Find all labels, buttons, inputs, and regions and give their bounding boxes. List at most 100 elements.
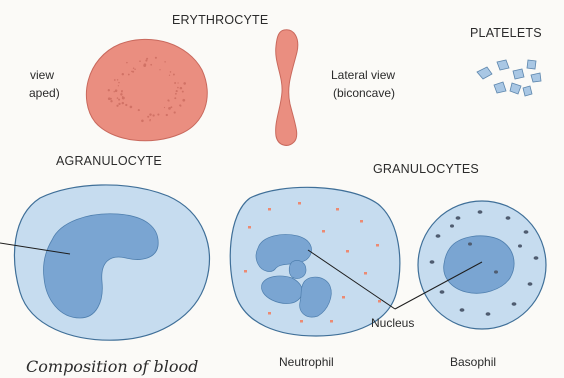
erythrocyte-speckle [183, 82, 186, 85]
granule [456, 216, 461, 220]
erythrocyte-speckle [149, 120, 150, 121]
granule [330, 320, 333, 323]
erythrocyte-disc [86, 39, 207, 140]
erythrocyte-speckle [182, 91, 184, 93]
erythrocyte-speckle [108, 97, 111, 100]
erythrocyte-speckle [170, 106, 172, 108]
erythrocyte-speckle [159, 69, 160, 70]
platelet [477, 67, 492, 79]
platelets-group [477, 60, 541, 96]
granule [322, 230, 325, 233]
erythrocyte-speckle [175, 93, 177, 95]
nucleus-lobe [289, 260, 306, 278]
granule [460, 308, 465, 312]
platelet [523, 86, 532, 96]
granule [300, 320, 303, 323]
erythrocyte-speckle [115, 89, 118, 92]
lateral-view-label-line2: (biconcave) [333, 86, 395, 100]
top-view-label-line1: view [30, 68, 54, 82]
erythrocyte-speckle [133, 68, 134, 69]
granule [534, 256, 539, 260]
granule [440, 290, 445, 294]
erythrocyte-speckle [118, 82, 119, 83]
erythrocyte-speckle [121, 91, 123, 93]
granule [468, 242, 472, 245]
erythrocyte-speckle [174, 82, 176, 84]
granule [512, 302, 517, 306]
platelet [531, 73, 541, 82]
erythrocyte-speckle [150, 64, 152, 66]
erythrocyte-speckle [114, 79, 116, 81]
erythrocyte-speckle [141, 120, 144, 123]
erythrocyte-speckle [155, 57, 157, 59]
granule [436, 234, 441, 238]
granulocytes-label: GRANULOCYTES [373, 162, 479, 176]
neutrophil-cell [230, 187, 400, 336]
erythrocyte-speckle [108, 89, 110, 91]
erythrocyte-speckle [181, 87, 182, 88]
granule [524, 230, 529, 234]
granule [518, 244, 522, 247]
platelets-label: PLATELETS [470, 26, 542, 40]
erythrocyte-speckle [146, 58, 148, 60]
erythrocyte-speckle [118, 85, 119, 86]
granule [364, 272, 367, 275]
granule [378, 300, 381, 303]
erythrocyte-speckle [164, 107, 165, 108]
granule [268, 312, 271, 315]
erythrocyte-speckle [117, 97, 119, 99]
erythrocyte-speckle [131, 71, 133, 73]
erythrocyte-speckle [117, 79, 118, 80]
erythrocyte-speckle [139, 60, 141, 62]
erythrocyte-speckle [138, 109, 140, 111]
erythrocyte-speckle [130, 106, 133, 109]
granule [360, 220, 363, 223]
platelet [527, 60, 536, 69]
erythrocyte-speckle [147, 116, 149, 118]
erythrocyte-speckle [166, 114, 168, 116]
erythrocyte-speckle [152, 114, 154, 116]
granule [346, 250, 349, 253]
erythrocyte-speckle [125, 104, 127, 106]
granule [494, 270, 498, 273]
granule [336, 208, 339, 211]
granule [430, 260, 435, 264]
erythrocyte-top-view [86, 39, 207, 140]
lateral-view-label-line1: Lateral view [331, 68, 395, 82]
erythrocyte-speckle [145, 60, 147, 62]
top-view-label-line2: aped) [29, 86, 60, 100]
platelet [513, 69, 524, 79]
platelet [494, 82, 506, 93]
erythrocyte-speckle [173, 74, 175, 76]
granule [342, 296, 345, 299]
platelet [497, 60, 509, 70]
erythrocyte-speckle [168, 107, 171, 110]
erythrocyte-speckle [169, 75, 170, 76]
erythrocyte-speckle [118, 103, 120, 105]
erythrocyte-speckle [170, 71, 172, 73]
erythrocyte-speckle [134, 69, 136, 71]
basophil-label: Basophil [450, 355, 496, 369]
neutrophil-label: Neutrophil [279, 355, 334, 369]
erythrocyte-speckle [114, 91, 115, 92]
granule [450, 224, 454, 227]
erythrocyte-speckle [177, 87, 179, 89]
granule [298, 202, 301, 205]
erythrocyte-speckle [118, 99, 120, 101]
erythrocyte-speckle [116, 105, 118, 107]
erythrocyte-speckle [144, 63, 147, 66]
granule [376, 244, 379, 247]
erythrocyte-speckle [122, 97, 125, 100]
erythrocyte-lateral [276, 30, 298, 146]
erythrocyte-speckle [164, 61, 165, 62]
erythrocyte-label: ERYTHROCYTE [172, 13, 268, 27]
erythrocyte-speckle [120, 93, 122, 95]
figure-caption: Composition of blood [26, 357, 198, 376]
granule [244, 270, 247, 273]
granule [248, 226, 251, 229]
erythrocyte-speckle [174, 97, 176, 99]
erythrocyte-speckle [177, 82, 178, 83]
erythrocyte-speckle [110, 100, 112, 102]
granule [528, 282, 533, 286]
